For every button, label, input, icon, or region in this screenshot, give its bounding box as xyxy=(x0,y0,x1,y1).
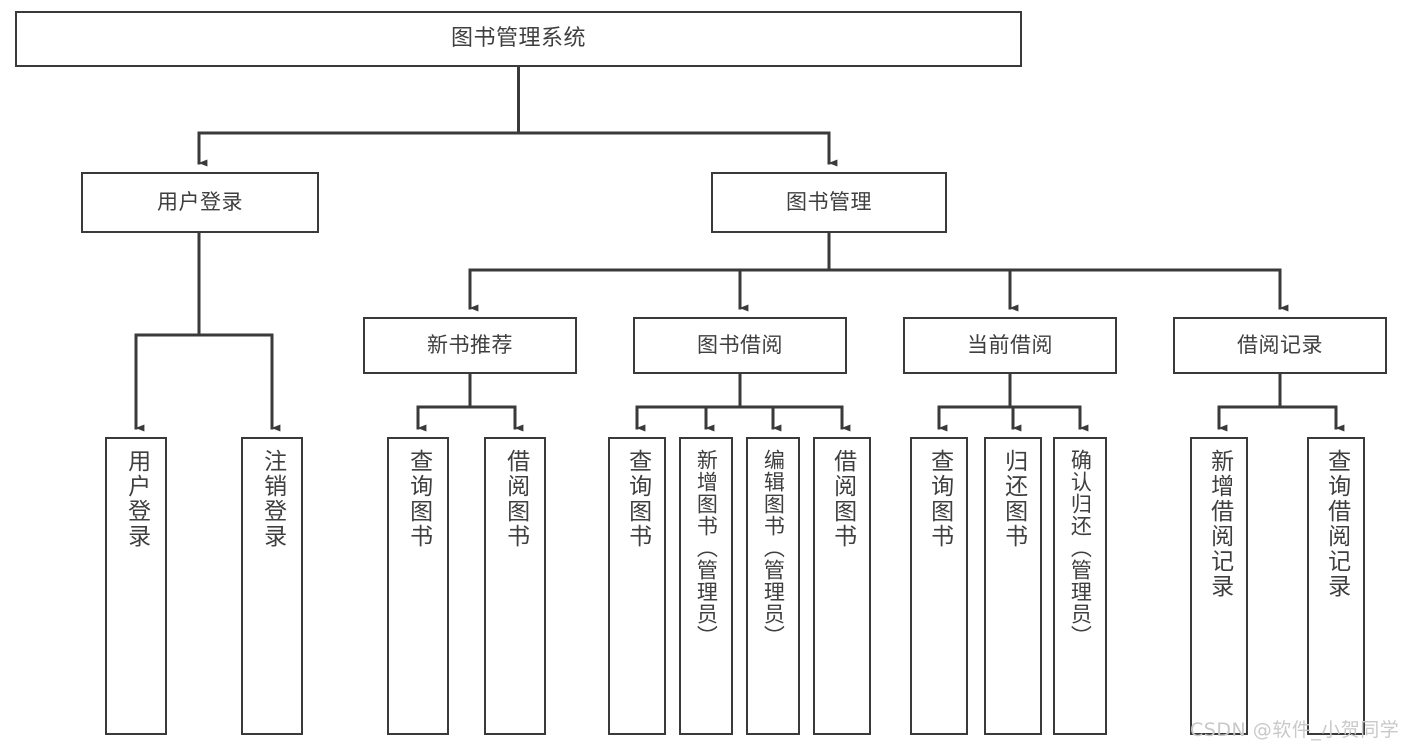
node-leaf-user-login[interactable]: 用户登录 xyxy=(105,437,167,735)
node-borrow-record-label: 借阅记录 xyxy=(1237,332,1323,357)
node-leaf-return-book[interactable]: 归还图书 xyxy=(984,437,1042,735)
node-leaf-confirm-return-label: 确认归还（管理员） xyxy=(1068,449,1093,647)
node-new-book-rec-label: 新书推荐 xyxy=(427,332,513,357)
csdn-watermark: CSDN @软件_小贺同学 xyxy=(1190,715,1399,742)
node-leaf-query-record[interactable]: 查询借阅记录 xyxy=(1307,437,1365,735)
node-leaf-edit-book-label: 编辑图书（管理员） xyxy=(761,449,786,647)
node-book-manage[interactable]: 图书管理 xyxy=(711,172,947,233)
node-leaf-query-book-1-label: 查询图书 xyxy=(405,449,432,549)
node-leaf-add-book-label: 新增图书（管理员） xyxy=(694,449,719,647)
node-leaf-query-book-1[interactable]: 查询图书 xyxy=(387,437,449,735)
node-book-borrow[interactable]: 图书借阅 xyxy=(633,317,847,374)
node-leaf-add-book[interactable]: 新增图书（管理员） xyxy=(679,437,733,735)
csdn-watermark-text: CSDN @软件_小贺同学 xyxy=(1190,719,1400,741)
node-current-borrow-label: 当前借阅 xyxy=(967,332,1053,357)
node-leaf-query-book-3[interactable]: 查询图书 xyxy=(910,437,968,735)
node-leaf-query-book-2-label: 查询图书 xyxy=(624,449,651,549)
node-root[interactable]: 图书管理系统 xyxy=(15,11,1022,67)
node-root-label: 图书管理系统 xyxy=(450,25,586,51)
node-leaf-borrow-book-2-label: 借阅图书 xyxy=(829,449,856,549)
node-leaf-logout-label: 注销登录 xyxy=(259,449,286,549)
node-leaf-return-book-label: 归还图书 xyxy=(1000,449,1027,549)
node-leaf-borrow-book-1[interactable]: 借阅图书 xyxy=(484,437,546,735)
node-leaf-borrow-book-2[interactable]: 借阅图书 xyxy=(813,437,871,735)
node-leaf-query-book-3-label: 查询图书 xyxy=(926,449,953,549)
node-leaf-edit-book[interactable]: 编辑图书（管理员） xyxy=(746,437,800,735)
node-book-manage-label: 图书管理 xyxy=(786,189,872,214)
node-leaf-add-record-label: 新增借阅记录 xyxy=(1206,449,1233,599)
node-leaf-query-record-label: 查询借阅记录 xyxy=(1323,449,1350,599)
node-leaf-logout[interactable]: 注销登录 xyxy=(241,437,303,735)
node-leaf-borrow-book-1-label: 借阅图书 xyxy=(502,449,529,549)
node-leaf-user-login-label: 用户登录 xyxy=(123,449,150,549)
node-user-login[interactable]: 用户登录 xyxy=(81,172,319,233)
node-leaf-confirm-return[interactable]: 确认归还（管理员） xyxy=(1053,437,1107,735)
node-book-borrow-label: 图书借阅 xyxy=(697,332,783,357)
node-borrow-record[interactable]: 借阅记录 xyxy=(1173,317,1387,374)
node-leaf-add-record[interactable]: 新增借阅记录 xyxy=(1190,437,1248,735)
node-user-login-label: 用户登录 xyxy=(157,189,243,214)
node-current-borrow[interactable]: 当前借阅 xyxy=(903,317,1117,374)
node-new-book-rec[interactable]: 新书推荐 xyxy=(363,317,577,374)
node-leaf-query-book-2[interactable]: 查询图书 xyxy=(608,437,666,735)
